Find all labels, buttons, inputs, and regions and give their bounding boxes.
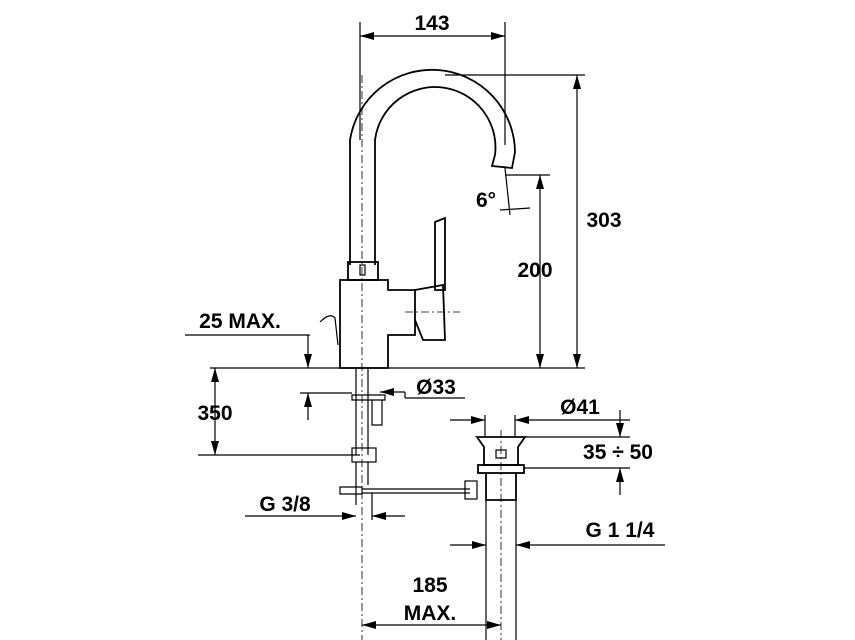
dim-label-303: 303 [586, 209, 621, 232]
dimension-185-max: 185 MAX. [362, 574, 501, 629]
dimension-drain: Ø41 35 ÷ 50 [450, 396, 653, 495]
dim-label-d33: Ø33 [416, 376, 456, 399]
dimension-350: 350 [197, 368, 360, 456]
dim-label-g38: G 3/8 [259, 493, 311, 516]
dim-label-25-max: 25 MAX. [199, 310, 281, 333]
dimension-143: 143 [359, 12, 506, 145]
dimension-g38: G 3/8 [245, 493, 405, 520]
dimension-25-max: 25 MAX. [185, 310, 352, 420]
dim-label-angle: 6° [476, 189, 496, 212]
supply-hoses [339, 368, 470, 505]
dim-label-35-50: 35 ÷ 50 [583, 441, 653, 464]
dimension-g114: G 1 1/4 [450, 519, 665, 549]
dim-label-185: 185 [412, 574, 447, 597]
dim-label-d41: Ø41 [560, 396, 600, 419]
dimension-heights: 303 200 6° [210, 74, 622, 369]
drain-valve [464, 430, 527, 640]
dim-label-350: 350 [197, 402, 232, 425]
dim-label-g114: G 1 1/4 [586, 519, 655, 542]
dim-label-max: MAX. [404, 602, 457, 625]
dim-label-143: 143 [414, 12, 449, 35]
dim-label-200: 200 [517, 259, 552, 282]
dimension-d33: Ø33 [380, 376, 465, 399]
